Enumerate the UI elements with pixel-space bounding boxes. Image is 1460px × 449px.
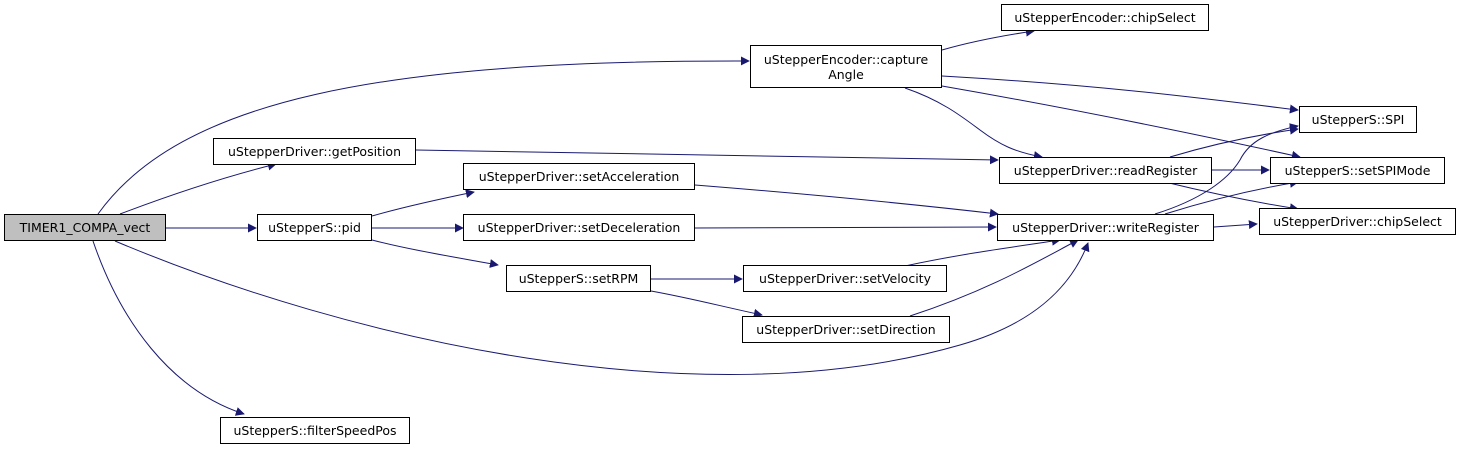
edge-writeregister-setspimode [1164,178,1299,215]
edge-writeregister-spi [1154,123,1299,215]
edge-readregister-spi [1169,125,1299,158]
edge-root-getposition [119,161,277,215]
edge-pid-setacceleration [371,189,475,217]
edge-setdirection-writeregister [909,239,1079,317]
node-timer1-compa-vect: TIMER1_COMPA_vect [4,214,166,241]
edge-setdeceleration-writeregister [694,222,997,232]
node-setdeceleration[interactable]: uStepperDriver::setDeceleration [463,214,695,241]
edge-root-writeregister [114,240,1090,376]
edge-setacceleration-writeregister [694,184,999,218]
edge-setvelocity-writeregister [904,236,1061,267]
edge-root-captureangle [97,56,750,215]
node-getposition[interactable]: uStepperDriver::getPosition [213,138,416,165]
edge-captureangle-setspimode [941,85,1301,160]
node-captureangle[interactable]: uStepperEncoder::capture Angle [750,45,942,88]
node-pid[interactable]: uStepperS::pid [257,214,372,241]
node-driver-chipselect[interactable]: uStepperDriver::chipSelect [1259,208,1456,235]
node-spi[interactable]: uStepperS::SPI [1299,106,1417,133]
node-setspimode[interactable]: uStepperS::setSPIMode [1270,157,1445,184]
node-filterspeedpos[interactable]: uStepperS::filterSpeedPos [220,417,410,444]
edge-pid-setrpm [371,239,499,268]
node-readregister[interactable]: uStepperDriver::readRegister [999,157,1212,184]
edge-setrpm-setdirection [650,290,763,318]
edge-writeregister-drvchipselect [1213,220,1258,230]
edge-getposition-readregister [415,149,999,165]
edge-readregister-drvchipselect [1164,181,1299,213]
edge-root-filterspeedpos [92,240,245,416]
node-setdirection[interactable]: uStepperDriver::setDirection [742,316,950,343]
node-setvelocity[interactable]: uStepperDriver::setVelocity [743,265,947,292]
node-encoder-chipselect[interactable]: uStepperEncoder::chipSelect [1001,4,1209,31]
edge-captureangle-readregister [904,87,1043,160]
edge-captureangle-spi [941,75,1299,114]
node-setacceleration[interactable]: uStepperDriver::setAcceleration [463,163,695,190]
node-setrpm[interactable]: uStepperS::setRPM [506,265,651,292]
node-writeregister[interactable]: uStepperDriver::writeRegister [997,214,1214,241]
edge-captureangle-encchipselect [941,27,1035,51]
